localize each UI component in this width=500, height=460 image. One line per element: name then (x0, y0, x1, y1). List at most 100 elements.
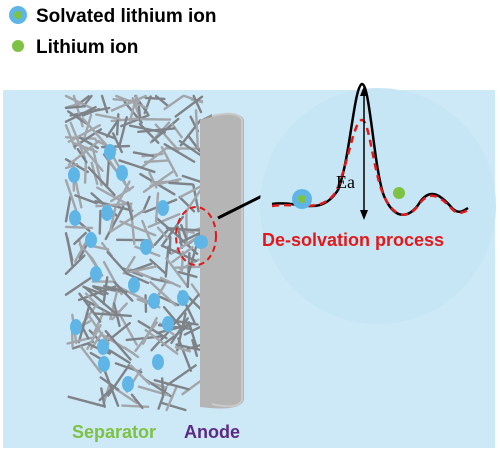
separator-fiber (149, 280, 177, 307)
anode-edge-highlight (211, 112, 243, 408)
separator-fiber (185, 294, 204, 312)
separator-fiber (64, 274, 95, 296)
interface-highlight-ellipse (175, 206, 217, 266)
separator-fiber (81, 117, 111, 150)
separator-fiber (104, 205, 125, 241)
separator-fiber (144, 328, 179, 355)
separator-fiber (132, 151, 155, 158)
energy-barrier-dashed-curve (271, 118, 469, 216)
anode-plate (200, 112, 244, 409)
separator-fiber (149, 258, 167, 275)
separator-fiber (67, 124, 101, 143)
separator-fiber (100, 94, 109, 114)
separator-fiber (78, 292, 102, 323)
separator-fiber (142, 170, 174, 193)
energy-barrier-solid-curve (271, 82, 469, 216)
solvated-ion (157, 200, 169, 216)
separator-fiber (106, 251, 127, 274)
separator-fiber (92, 312, 132, 318)
separator-fiber (67, 139, 101, 166)
solvated-ion (68, 167, 80, 183)
separator-fiber (181, 378, 204, 396)
separator-fiber (166, 364, 197, 386)
anode-label: Anode (184, 422, 240, 442)
separator-fiber (157, 386, 168, 410)
separator-fiber (110, 94, 147, 112)
legend-solvated-ion-core-icon (14, 11, 22, 19)
separator-fiber (98, 387, 113, 402)
solvated-ion (177, 290, 189, 306)
separator-fiber (172, 293, 200, 326)
anode-front-face (200, 114, 244, 409)
solvated-ion (162, 316, 174, 332)
separator-fiber (129, 364, 151, 385)
separator-fiber (103, 368, 120, 407)
separator-fiber (185, 186, 204, 213)
separator-fiber (123, 346, 140, 359)
legend-lithium-ion-icon (12, 40, 24, 52)
separator-fiber (96, 186, 132, 208)
separator-fiber (179, 184, 204, 199)
separator-fiber (153, 227, 171, 247)
legend: Solvated lithium ion Lithium ion (9, 6, 217, 58)
separator-fiber (165, 386, 178, 412)
separator-fiber (137, 127, 176, 134)
separator-fiber (64, 158, 89, 174)
separator-fiber (95, 113, 121, 121)
separator-fiber (141, 316, 158, 345)
separator-fiber (160, 146, 179, 178)
separator-fiber (81, 107, 101, 117)
curve-solvated-ion-core (298, 195, 306, 203)
separator-fiber (130, 393, 144, 410)
zoom-arrow-line (217, 192, 267, 220)
separator-fiber (116, 285, 153, 305)
separator-fiber (79, 345, 102, 374)
separator-fiber (171, 123, 183, 139)
solvated-ion (122, 376, 134, 392)
legend-solvated-label: Solvated lithium ion (36, 6, 217, 27)
solvated-ion (140, 239, 152, 255)
separator-fiber (164, 245, 170, 278)
solvated-ion (116, 165, 128, 181)
separator-fiber (126, 201, 134, 221)
separator-fiber (143, 159, 170, 164)
separator-fiber (187, 321, 199, 351)
separator-fiber (64, 195, 72, 223)
solvated-ion (101, 205, 113, 221)
separator-fiber (180, 250, 185, 273)
separator-fiber (64, 94, 97, 111)
solvated-ion (85, 232, 97, 248)
separator-fiber (178, 195, 196, 213)
solvated-ion (69, 210, 81, 226)
separator-fiber (83, 160, 88, 184)
separator-fiber (84, 298, 112, 315)
separator-fiber (109, 209, 146, 233)
separator-fiber (174, 346, 192, 353)
separator-fiber (165, 257, 189, 288)
separator-fiber (112, 98, 140, 103)
separator-fiber (141, 145, 170, 169)
separator-fiber (103, 284, 128, 294)
separator-fiber (78, 136, 99, 150)
separator-label: Separator (72, 422, 156, 442)
separator-fiber (165, 226, 204, 232)
separator-fiber (162, 305, 185, 331)
interface-solvated-ion (194, 235, 208, 249)
separator-fiber (181, 174, 204, 184)
separator-fiber (114, 387, 138, 405)
separator-fiber (143, 95, 152, 115)
activation-energy-arrow-top (360, 86, 368, 96)
legend-lithium-label: Lithium ion (36, 37, 138, 58)
separator-fiber (194, 109, 199, 149)
separator-fiber (170, 317, 189, 345)
separator-fiber (122, 265, 158, 275)
separator-fiber (141, 219, 155, 249)
separator-fiber (67, 395, 105, 408)
separator-fiber (144, 96, 166, 101)
separator-fiber (192, 94, 203, 114)
separator-fiber (87, 166, 116, 197)
separator-fiber (168, 181, 194, 186)
separator-fiber (80, 324, 90, 340)
separator-fiber (121, 404, 150, 409)
